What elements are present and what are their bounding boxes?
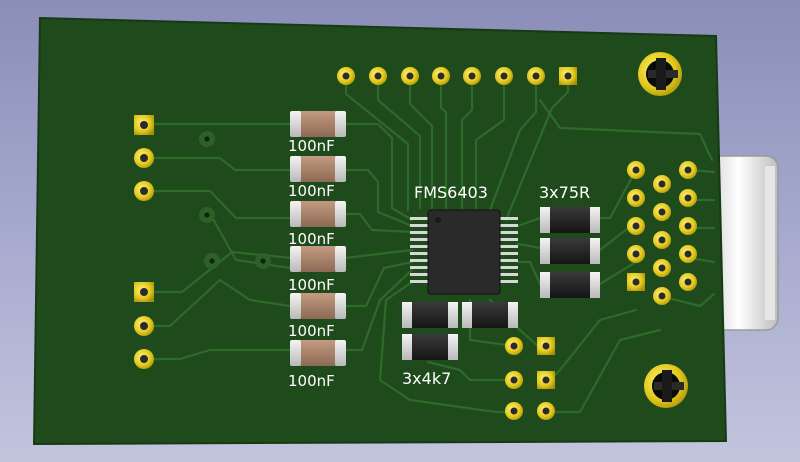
label-ic: FMS6403 bbox=[414, 183, 488, 202]
capacitor-c5 bbox=[290, 293, 346, 319]
header-top-8pin bbox=[337, 67, 577, 85]
copper-traces bbox=[143, 74, 716, 414]
vga-pads bbox=[627, 161, 697, 305]
header-left-upper bbox=[134, 115, 154, 201]
ic-fms6403 bbox=[410, 209, 518, 295]
resistor-r6 bbox=[402, 334, 458, 360]
capacitor-c6 bbox=[290, 340, 346, 366]
label-c1: 100nF bbox=[288, 137, 335, 155]
resistor-r1 bbox=[540, 207, 600, 233]
resistor-r4 bbox=[402, 302, 458, 328]
capacitor-c4 bbox=[290, 246, 346, 272]
label-r-top: 3x75R bbox=[539, 183, 590, 202]
header-left-lower bbox=[134, 282, 154, 369]
resistor-r2 bbox=[540, 238, 600, 264]
capacitor-c2 bbox=[290, 156, 346, 182]
label-c5: 100nF bbox=[288, 322, 335, 340]
mounting-hole-top bbox=[638, 52, 682, 96]
label-c2: 100nF bbox=[288, 182, 335, 200]
capacitor-c3 bbox=[290, 201, 346, 227]
label-c3: 100nF bbox=[288, 230, 335, 248]
resistor-r5 bbox=[462, 302, 518, 328]
label-r-bottom: 3x4k7 bbox=[402, 369, 451, 388]
mounting-hole-bottom bbox=[644, 364, 688, 408]
capacitor-c1 bbox=[290, 111, 346, 137]
header-bottom-2x3 bbox=[505, 337, 555, 420]
label-c6: 100nF bbox=[288, 372, 335, 390]
vias bbox=[199, 131, 271, 269]
resistor-r3 bbox=[540, 272, 600, 298]
label-c4: 100nF bbox=[288, 276, 335, 294]
